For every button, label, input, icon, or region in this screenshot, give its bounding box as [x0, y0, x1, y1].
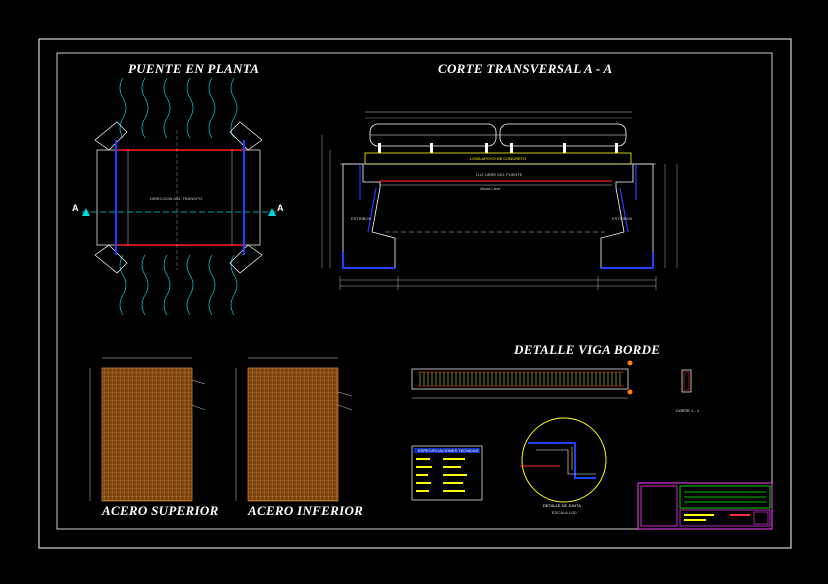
- river-lines: [119, 77, 238, 316]
- deck-label: LOSA APOYO DE CONCRETO: [470, 156, 527, 161]
- section-mark-left: A: [72, 203, 79, 213]
- inner-frame: [56, 52, 773, 530]
- specs-title: ESPECIFICACIONES TECNICAS: [418, 448, 479, 453]
- plan-view: [82, 77, 276, 316]
- outer-frame: [38, 38, 792, 549]
- span-note: Altura Libre: [480, 186, 501, 191]
- direction-label: DIRECCION DEL TRANSITO: [150, 196, 203, 201]
- section-title: CORTE TRANSVERSAL A - A: [438, 61, 613, 76]
- joint-label: DETALLE DE JUNTA: [543, 503, 581, 508]
- specs-box: [411, 445, 483, 501]
- title-block: [637, 482, 773, 530]
- section-view: [321, 111, 678, 290]
- plan-title: PUENTE EN PLANTA: [128, 61, 260, 76]
- abutment-left-label: ESTRIBOS: [351, 216, 372, 221]
- steel-top-title: ACERO SUPERIOR: [102, 503, 219, 518]
- joint-scale: ESCALA 1/20: [552, 510, 577, 515]
- joint-detail: [520, 417, 607, 503]
- steel-bottom-panel: [235, 357, 353, 502]
- edge-beam-title: DETALLE VIGA BORDE: [514, 342, 661, 357]
- beam-label: LUZ LIBRE DEL PUENTE: [476, 172, 523, 177]
- section-mark-right: A: [277, 203, 284, 213]
- steel-bottom-title: ACERO INFERIOR: [248, 503, 364, 518]
- steel-top-panel: [89, 357, 206, 502]
- abutment-right-label: ESTRIBOS: [612, 216, 633, 221]
- edge-beam-detail: [411, 360, 692, 399]
- corte-label: CORTE 1 - 1: [676, 408, 700, 413]
